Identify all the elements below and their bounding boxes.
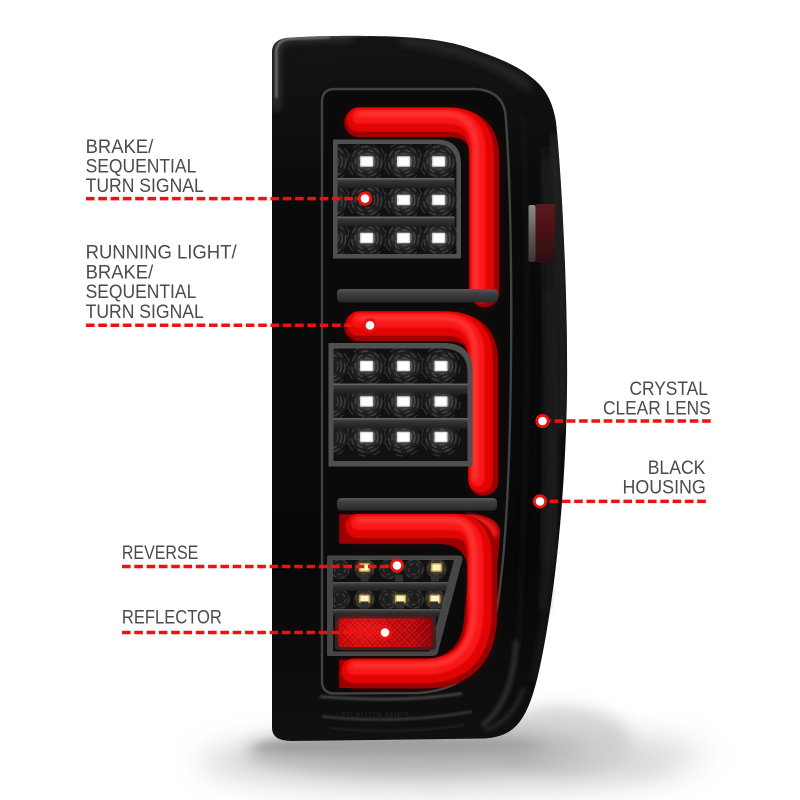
svg-text:SEQUENTIAL: SEQUENTIAL <box>86 281 197 303</box>
svg-text:BRAKE/: BRAKE/ <box>86 136 154 158</box>
svg-text:REFLECTOR: REFLECTOR <box>122 607 222 629</box>
svg-text:HOUSING: HOUSING <box>623 476 706 498</box>
svg-text:SEQUENTIAL: SEQUENTIAL <box>86 156 197 178</box>
svg-text:REVERSE: REVERSE <box>122 542 198 564</box>
svg-text:BRAKE/: BRAKE/ <box>86 261 154 283</box>
svg-text:BLACK: BLACK <box>648 457 706 479</box>
svg-text:LED AUTOLAMPS: LED AUTOLAMPS <box>336 711 409 720</box>
svg-text:RUNNING LIGHT/: RUNNING LIGHT/ <box>86 242 238 264</box>
svg-text:TURN SIGNAL: TURN SIGNAL <box>86 175 204 197</box>
svg-text:CLEAR LENS: CLEAR LENS <box>603 398 711 420</box>
svg-text:CRYSTAL: CRYSTAL <box>630 378 709 400</box>
svg-text:TURN SIGNAL: TURN SIGNAL <box>86 301 204 323</box>
